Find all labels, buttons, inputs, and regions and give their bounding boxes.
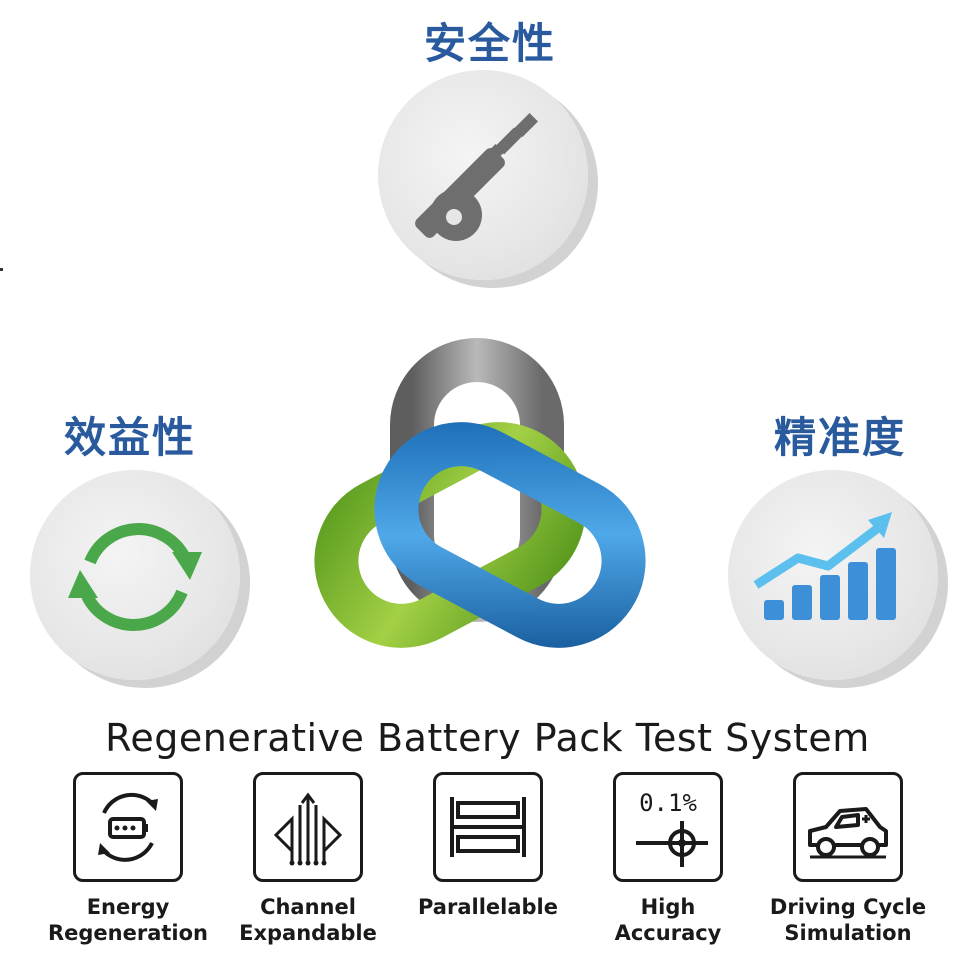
growth-chart-icon: [753, 512, 896, 620]
feature-icon-box: [253, 772, 363, 882]
feature-channel-expandable: Channel Expandable: [218, 772, 398, 946]
feature-icon-box: [793, 772, 903, 882]
accuracy-value-text: 0.1%: [639, 789, 697, 817]
channel-expand-icon: [273, 792, 343, 866]
safety-circle: [378, 70, 588, 280]
system-title: Regenerative Battery Pack Test System: [105, 716, 870, 760]
accuracy-circle: [728, 470, 938, 680]
stray-dot: [0, 268, 3, 271]
accuracy-label: 精准度: [773, 413, 906, 462]
efficiency-label: 效益性: [63, 413, 196, 462]
battery-cycle-icon: [98, 792, 158, 862]
feature-high-accuracy: 0.1% High Accuracy: [578, 772, 758, 946]
feature-driving-cycle-simulation: Driving Cycle Simulation: [758, 772, 938, 946]
key-icon: [415, 112, 539, 241]
feature-label: High Accuracy: [614, 895, 722, 945]
feature-energy-regeneration: Energy Regeneration: [38, 772, 218, 946]
feature-label: Driving Cycle Simulation: [769, 895, 927, 945]
crosshair-accuracy-icon: 0.1%: [636, 789, 708, 867]
parallel-icon: [450, 797, 526, 857]
safety-label: 安全性: [423, 19, 556, 68]
feature-icon-box: [433, 772, 543, 882]
feature-icon-box: 0.1%: [613, 772, 723, 882]
interlocking-rings-logo: [314, 338, 646, 648]
cycle-arrows-icon: [68, 523, 202, 631]
feature-label: Channel Expandable: [239, 895, 377, 945]
feature-label: Parallelable: [417, 895, 558, 919]
feature-parallelable: Parallelable: [398, 772, 578, 920]
efficiency-circle: [30, 470, 240, 680]
car-charging-icon: [808, 807, 888, 859]
feature-icon-box: [73, 772, 183, 882]
feature-label: Energy Regeneration: [47, 895, 209, 945]
